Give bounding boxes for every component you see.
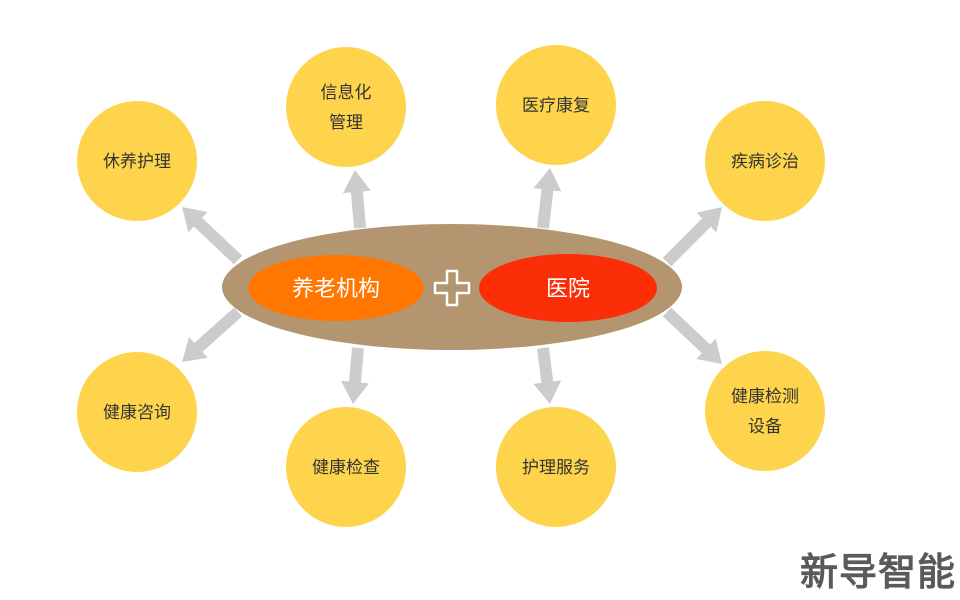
node-circle [77, 101, 197, 221]
hospital-label: 医院 [546, 277, 590, 302]
arrows-layer [182, 168, 722, 404]
node-disease-diagnosis: 疾病诊治 [705, 101, 825, 221]
plus-icon: + [433, 269, 471, 307]
node-circle [286, 407, 406, 527]
node-label: 医疗康复 [522, 96, 590, 116]
hospital-pill [479, 254, 657, 322]
node-rest-care: 休养护理 [77, 101, 197, 221]
node-label: 休养护理 [103, 152, 171, 172]
node-health-consult: 健康咨询 [77, 352, 197, 472]
node-circle [286, 47, 406, 167]
node-label: 健康检查 [312, 458, 380, 478]
watermark-logo: 新导智能 [799, 550, 956, 594]
node-health-check: 健康检查 [286, 407, 406, 527]
node-label: 设备 [748, 417, 782, 437]
node-circle [496, 45, 616, 165]
node-medical-rehab: 医疗康复 [496, 45, 616, 165]
nursing-home-pill [248, 255, 424, 321]
arrow-disease-diagnosis [662, 207, 722, 267]
node-nursing-service: 护理服务 [496, 407, 616, 527]
arrow-informatization [342, 170, 371, 229]
node-circle [705, 101, 825, 221]
node-label: 健康检测 [731, 387, 799, 407]
arrow-medical-rehab [533, 168, 562, 229]
node-label: 护理服务 [522, 458, 590, 478]
arrow-health-consult [182, 307, 242, 362]
arrow-health-device [662, 307, 722, 364]
node-label: 管理 [329, 113, 363, 133]
node-label: 健康咨询 [103, 403, 171, 423]
nursing-home-label: 养老机构 [292, 277, 380, 302]
arrow-health-check [341, 347, 369, 404]
arrow-nursing-service [533, 347, 562, 404]
node-circle [77, 352, 197, 472]
node-label: 疾病诊治 [731, 152, 799, 172]
node-label: 信息化 [321, 83, 372, 103]
node-circle [496, 407, 616, 527]
node-circle [705, 351, 825, 471]
arrow-rest-care [182, 207, 243, 265]
